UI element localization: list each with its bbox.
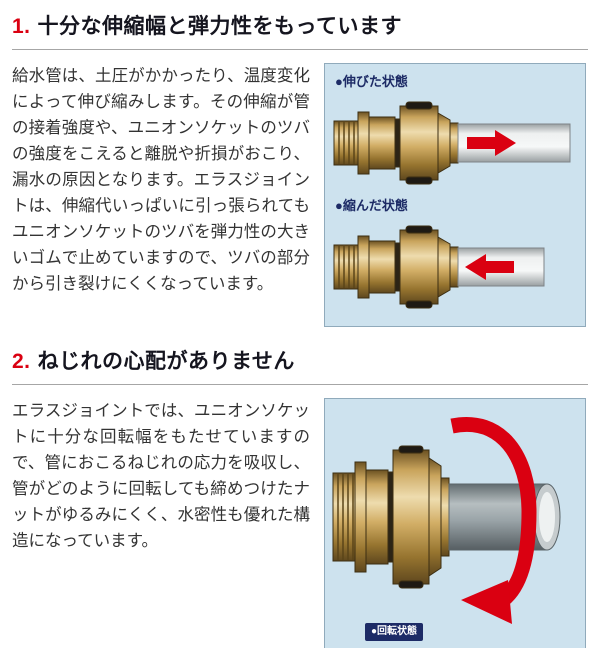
section-2-body: エラスジョイントでは、ユニオンソケットに十分な回転幅をもたせていますので、管にお…: [12, 402, 310, 550]
arrow-right-icon: [467, 130, 516, 156]
contracted-state-label: ●縮んだ状態: [335, 198, 408, 213]
section-2-number: 2.: [12, 350, 31, 373]
section-2-heading: 2. ねじれの心配がありません: [12, 327, 588, 375]
section-2: 2. ねじれの心配がありません エラスジョイントでは、ユニオンソケットに十分な回転…: [0, 327, 600, 648]
section-1-diagram: ●伸びた状態: [324, 63, 586, 327]
section-2-title: ねじれの心配がありません: [37, 350, 295, 373]
heading-divider-2: [12, 384, 588, 385]
heading-divider-1: [12, 49, 588, 50]
section-1-heading: 1. 十分な伸縮幅と弾力性をもっています: [12, 0, 588, 40]
contracted-fitting-illustration: [333, 225, 545, 309]
rotation-arrow-icon: [450, 417, 537, 624]
arrow-left-icon: [465, 254, 514, 280]
rotation-illustration: [332, 417, 561, 624]
section-1-body: 給水管は、土圧がかかったり、温度変化によって伸び縮みします。その伸縮が管の接着強…: [12, 67, 310, 293]
extended-state-label: ●伸びた状態: [335, 74, 408, 89]
section-1: 1. 十分な伸縮幅と弾力性をもっています 給水管は、土圧がかかったり、温度変化によ…: [12, 0, 588, 327]
section-2-columns: エラスジョイントでは、ユニオンソケットに十分な回転幅をもたせていますので、管にお…: [12, 398, 588, 648]
section-1-title: 十分な伸縮幅と弾力性をもっています: [37, 15, 402, 38]
section-2-diagram: ●回転状態: [324, 398, 586, 648]
section-1-number: 1.: [12, 15, 31, 38]
rotation-state-label: ●回転状態: [365, 623, 424, 641]
section-1-columns: 給水管は、土圧がかかったり、温度変化によって伸び縮みします。その伸縮が管の接着強…: [12, 63, 588, 327]
extended-fitting-illustration: [333, 101, 571, 185]
